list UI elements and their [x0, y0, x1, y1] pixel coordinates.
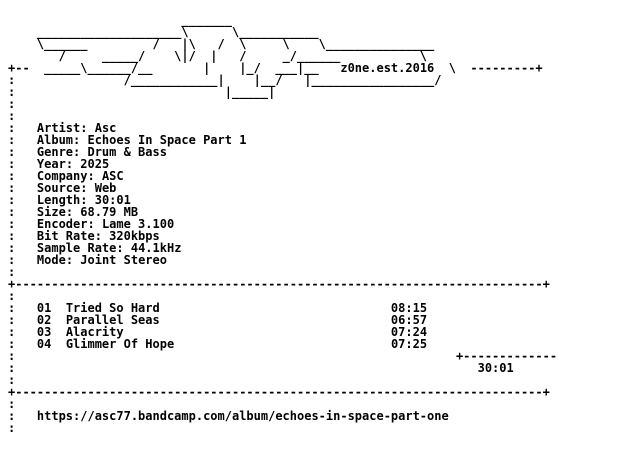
frame-left: :	[8, 73, 16, 87]
banner-frame-top: +--	[8, 61, 30, 75]
track-time: 08:15	[390, 301, 428, 315]
info-value-encoder: Lame 3.100	[101, 217, 175, 231]
info-key-length: Length	[36, 193, 81, 207]
frame-left: :	[8, 109, 16, 123]
banner-frame-top-end: ---------+	[455, 61, 543, 75]
info-value-year: 2025	[80, 157, 110, 171]
info-value-size: 68.79 MB	[80, 205, 139, 219]
info-value-source: Web	[94, 181, 117, 195]
track-title: Alacrity	[65, 325, 124, 339]
info-value-length: 30:01	[94, 193, 131, 207]
track-title: Tried So Hard	[65, 301, 160, 315]
info-value-company: ASC	[101, 169, 124, 183]
info-value-album: Echoes In Space Part 1	[87, 133, 247, 147]
info-key-company: Company	[36, 169, 88, 183]
info-key-encoder: Encoder	[36, 217, 88, 231]
banner-line-2: \______ / |\ / \ \ \_______________	[8, 37, 435, 51]
info-key-size: Size	[36, 205, 66, 219]
info-key-year: Year	[36, 157, 66, 171]
track-num: 04	[36, 337, 52, 351]
info-key-artist: Artist	[36, 121, 81, 135]
track-title: Parallel Seas	[65, 313, 160, 327]
banner-line-4: _____\______/__ | |_/ ___|__ z0ne.est.20…	[29, 61, 456, 75]
track-num: 01	[36, 301, 52, 315]
banner-line-3: / _____/ \|/ | / _/______ \	[8, 49, 428, 63]
info-value-genre: Drum & Bass	[87, 145, 167, 159]
section-divider: +---------------------------------------…	[8, 277, 550, 291]
track-num: 02	[36, 313, 52, 327]
banner-line-0: _______	[8, 13, 232, 27]
info-value-mode: Joint Stereo	[80, 253, 167, 267]
info-key-samplerate: Sample Rate	[36, 241, 117, 255]
track-title: Glimmer Of Hope	[65, 337, 175, 351]
info-value-samplerate: 44.1kHz	[130, 241, 182, 255]
total-divider: +-------------	[455, 349, 558, 363]
track-num: 03	[36, 325, 52, 339]
info-value-artist: Asc	[94, 121, 117, 135]
info-value-bitrate: 320kbps	[109, 229, 160, 243]
info-key-mode: Mode	[36, 253, 66, 267]
info-key-album: Album	[36, 133, 74, 147]
frame-left: :	[8, 97, 16, 111]
section-divider: +---------------------------------------…	[8, 385, 550, 399]
album-url: https://asc77.bandcamp.com/album/echoes-…	[36, 409, 449, 423]
total-time: 30:01	[477, 361, 514, 375]
info-line: :	[8, 121, 37, 135]
banner-line-6: |_____|	[15, 85, 276, 99]
info-key-genre: Genre	[36, 145, 74, 159]
info-key-source: Source	[36, 181, 81, 195]
frame-left: :	[8, 85, 16, 99]
info-key-bitrate: Bit Rate	[36, 229, 95, 243]
banner-line-5: /____________| |__/ |_________________/	[15, 73, 442, 87]
track-time: 06:57	[390, 313, 428, 327]
track-time: 07:25	[390, 337, 428, 351]
banner-line-1: ____________________\ \___________	[8, 25, 319, 39]
nfo-document: _______ ____________________\ \_________…	[8, 13, 558, 435]
track-time: 07:24	[390, 325, 428, 339]
